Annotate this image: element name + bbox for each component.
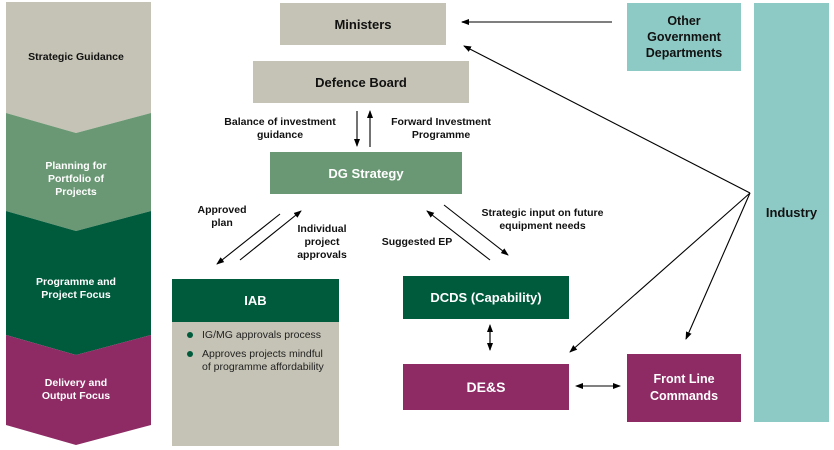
arrow-industry-to-des	[569, 192, 751, 353]
arrow-industry-to-flc	[685, 192, 751, 340]
iab-label: IAB	[244, 293, 267, 308]
phase-label-strategic: Strategic Guidance	[28, 51, 124, 63]
label-balance: Balance of investment guidance	[224, 116, 336, 141]
des-box: DE&S	[403, 364, 569, 410]
arrow-industry-to-ministers	[463, 45, 751, 194]
phase-label-delivery: Delivery and Output Focus	[41, 377, 111, 402]
label-forward: Forward Investment Programme	[391, 116, 491, 141]
phase-programme	[6, 211, 151, 355]
front-line-box: Front Line Commands	[627, 354, 741, 422]
bullet-icon	[187, 332, 193, 338]
iab-point: Approves projects mindful of programme a…	[184, 348, 324, 374]
label-suggested-ep: Suggested EP	[381, 236, 453, 248]
phase-planning	[6, 113, 151, 231]
industry-box: Industry	[754, 3, 829, 422]
front-line-label: Front Line Commands	[649, 372, 719, 403]
phase-delivery	[6, 335, 151, 445]
phase-chevrons	[6, 2, 151, 445]
iab-point: IG/MG approvals process	[184, 329, 324, 342]
phase-strategic-guidance	[6, 2, 151, 133]
phase-label-programme: Programme and Project Focus	[36, 276, 116, 301]
ministers-label: Ministers	[334, 16, 392, 32]
dcds-box: DCDS (Capability)	[403, 276, 569, 319]
ogd-box: Other Government Departments	[627, 3, 741, 71]
industry-label: Industry	[765, 205, 818, 220]
phase-label-planning: Planning for Portfolio of Projects	[45, 160, 107, 198]
arrow-individual	[239, 210, 302, 261]
defence-board-label: Defence Board	[315, 74, 407, 90]
ogd-label: Other Government Departments	[645, 14, 723, 60]
defence-board-box: Defence Board	[253, 61, 469, 103]
dg-strategy-label: DG Strategy	[328, 165, 404, 181]
des-label: DE&S	[466, 379, 506, 395]
label-individual: Individual project approvals	[297, 223, 347, 261]
arrow-approved-plan	[216, 213, 281, 265]
bullet-icon	[187, 351, 193, 357]
arrow-suggested-ep	[426, 210, 491, 261]
iab-header: IAB	[172, 279, 339, 322]
arrow-strategic-input	[443, 204, 509, 256]
ministers-box: Ministers	[280, 3, 446, 45]
dcds-label: DCDS (Capability)	[430, 290, 542, 305]
iab-points: IG/MG approvals process Approves project…	[184, 329, 324, 380]
iab-panel: IAB IG/MG approvals process Approves pro…	[172, 279, 339, 446]
label-approved-plan: Approved plan	[197, 204, 247, 229]
dg-strategy-box: DG Strategy	[270, 152, 462, 194]
label-strategic-input: Strategic input on future equipment need…	[481, 207, 604, 232]
